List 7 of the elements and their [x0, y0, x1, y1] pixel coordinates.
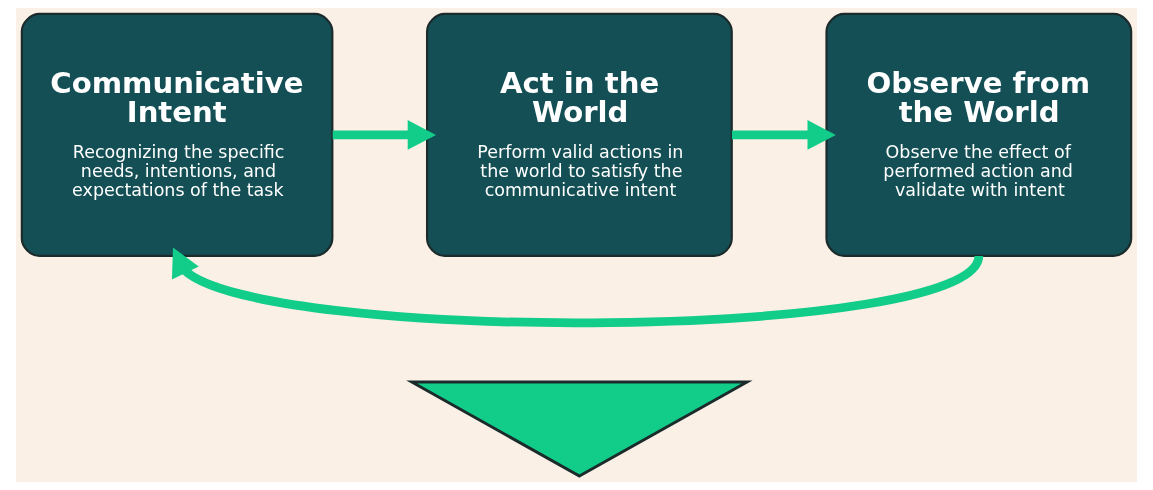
node-box: Communicative Intent Recognizing the specific needs, intentions, and expectations of the task — [20, 12, 334, 258]
node-box: Act in the World Perform valid actions in the world to satisfy the communicative intent — [426, 12, 733, 258]
arrow — [731, 120, 836, 150]
node-box: Observe from the World Observe the effect of performed action and validate with intent — [825, 12, 1133, 258]
arrow — [171, 247, 983, 327]
arrow — [332, 120, 437, 150]
node-triangle — [406, 380, 753, 478]
